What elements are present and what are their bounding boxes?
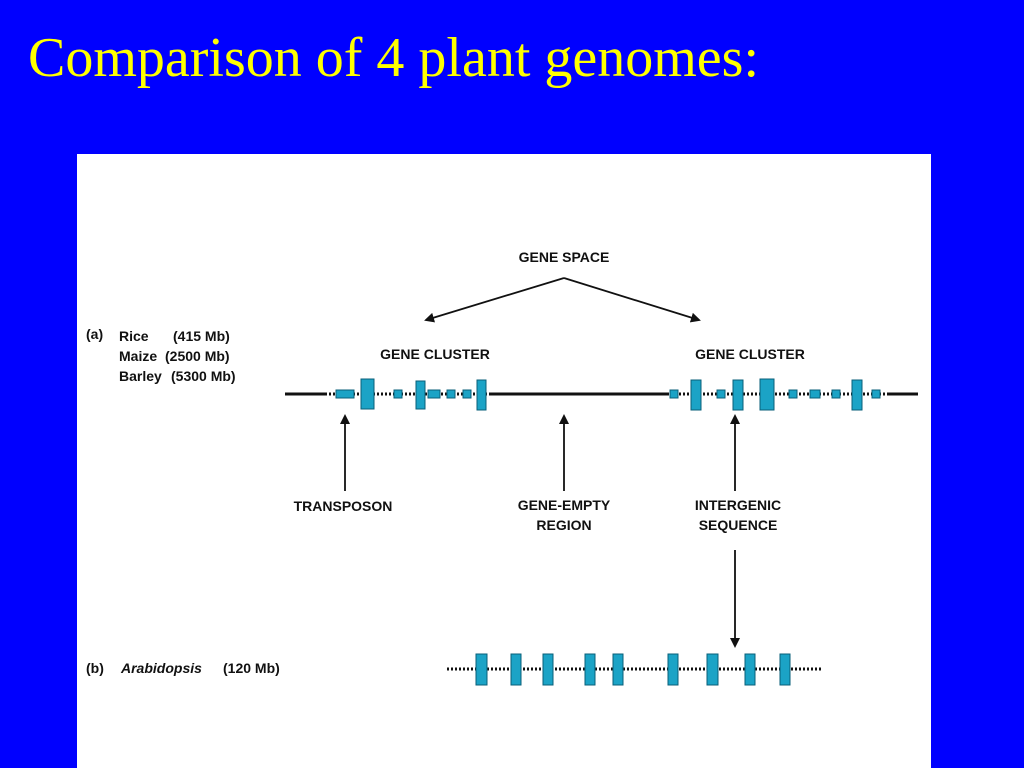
gene-block xyxy=(831,389,841,399)
species-maize-size: (2500 Mb) xyxy=(165,348,230,364)
species-maize: Maize xyxy=(119,348,157,364)
gene-cluster-left xyxy=(335,378,487,411)
gene-block xyxy=(393,389,403,399)
gene-cluster-right-label: GENE CLUSTER xyxy=(695,346,805,362)
gene-block xyxy=(612,653,624,686)
gene-block xyxy=(788,389,798,399)
gene-block xyxy=(584,653,596,686)
gene-block xyxy=(759,378,775,411)
gene-block xyxy=(542,653,554,686)
gene-block xyxy=(732,379,744,411)
species-rice: Rice xyxy=(119,328,149,344)
gene-block xyxy=(716,389,726,399)
species-arabidopsis-size: (120 Mb) xyxy=(223,660,280,676)
gene-space-label: GENE SPACE xyxy=(519,249,610,265)
intergenic-label-1: INTERGENIC xyxy=(695,497,781,513)
gene-empty-label-1: GENE-EMPTY xyxy=(518,497,611,513)
slide-title: Comparison of 4 plant genomes: xyxy=(28,27,760,89)
gene-block xyxy=(360,378,375,410)
gene-block xyxy=(706,653,719,686)
gene-cluster-arabidopsis xyxy=(475,653,791,686)
species-arabidopsis: Arabidopsis xyxy=(120,660,202,676)
gene-block xyxy=(779,653,791,686)
gene-block xyxy=(335,389,355,399)
gene-block xyxy=(462,389,472,399)
genome-diagram-svg: GENE SPACE (a) Rice (415 Mb) Maize (2500… xyxy=(86,249,918,686)
gene-cluster-left-label: GENE CLUSTER xyxy=(380,346,490,362)
gene-space-arrow-left xyxy=(424,277,565,323)
panel-b-tag: (b) xyxy=(86,660,104,676)
gene-block xyxy=(669,389,679,399)
intergenic-label-2: SEQUENCE xyxy=(699,517,778,533)
gene-block xyxy=(510,653,522,686)
gene-block xyxy=(851,379,863,411)
gene-block xyxy=(667,653,679,686)
gene-space-arrow-right xyxy=(563,277,701,323)
gene-cluster-right xyxy=(669,378,881,411)
gene-block xyxy=(476,379,487,411)
species-barley: Barley xyxy=(119,368,162,384)
gene-block xyxy=(446,389,456,399)
gene-block xyxy=(475,653,488,686)
genome-diagram: GENE SPACE (a) Rice (415 Mb) Maize (2500… xyxy=(77,154,931,768)
gene-block xyxy=(744,653,756,686)
gene-block xyxy=(871,389,881,399)
gene-empty-label-2: REGION xyxy=(536,517,591,533)
species-rice-size: (415 Mb) xyxy=(173,328,230,344)
gene-block xyxy=(809,389,821,399)
gene-block xyxy=(690,379,702,411)
species-barley-size: (5300 Mb) xyxy=(171,368,236,384)
panel-a-tag: (a) xyxy=(86,326,103,342)
gene-block xyxy=(427,389,441,399)
gene-block xyxy=(415,380,426,410)
transposon-label: TRANSPOSON xyxy=(294,498,393,514)
